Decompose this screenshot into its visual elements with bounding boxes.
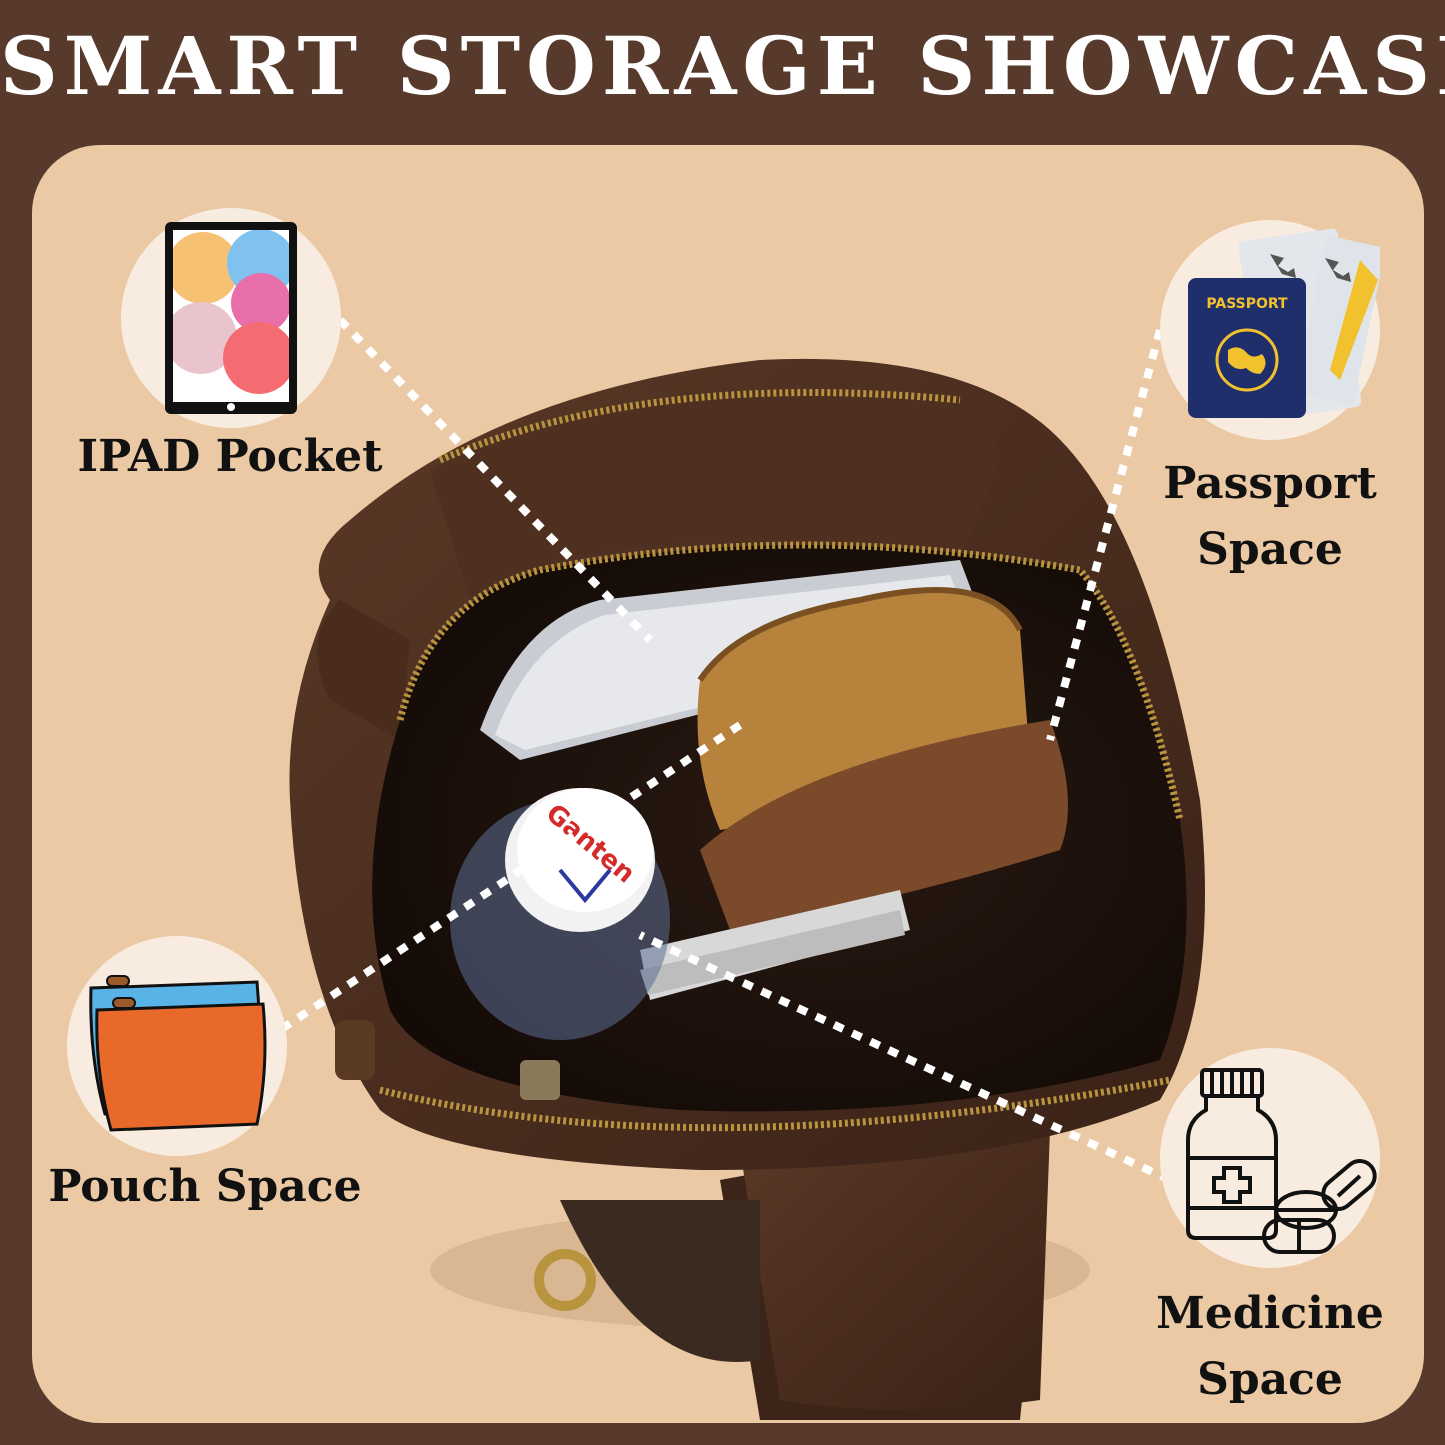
tablet-icon xyxy=(165,222,297,414)
passport-icon-text: PASSPORT xyxy=(1206,296,1288,312)
passport-label-line-1: Passport xyxy=(1163,458,1377,509)
pouch-space-label: Pouch Space xyxy=(48,1161,362,1212)
passport-icon-circle: PASSPORT xyxy=(1160,220,1385,440)
passport-space-label: Passport Space xyxy=(1120,452,1420,582)
passport-icon: PASSPORT xyxy=(1188,228,1385,420)
pouch-icon xyxy=(89,975,267,1132)
ipad-pocket-label: IPAD Pocket xyxy=(77,431,383,482)
page-title: SMART STORAGE SHOWCASE xyxy=(0,19,1445,113)
medicine-label-line-2: Space xyxy=(1197,1354,1343,1405)
medicine-space-label: Medicine Space xyxy=(1120,1282,1420,1412)
passport-label-line-2: Space xyxy=(1197,524,1343,575)
medicine-label-line-1: Medicine xyxy=(1156,1288,1384,1339)
pouch-icon-circle xyxy=(67,936,287,1156)
ipad-icon-circle xyxy=(121,208,341,428)
medicine-icon-circle xyxy=(1160,1048,1380,1268)
medicine-icon xyxy=(1186,1068,1377,1254)
